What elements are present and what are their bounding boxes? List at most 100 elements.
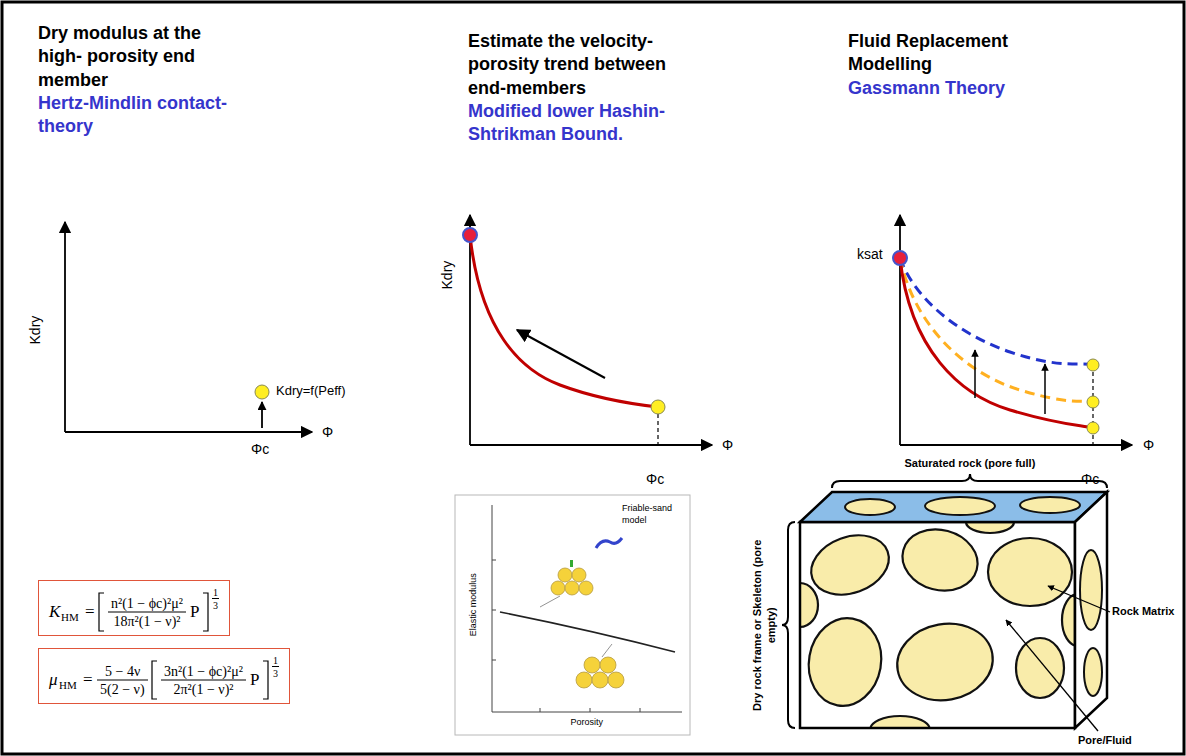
rock-cube-part-part <box>1020 497 1080 513</box>
rock-cube-part-part <box>802 612 888 711</box>
rock-cube-part-part <box>925 497 995 515</box>
formula-term: 1 <box>273 655 278 666</box>
rock-cube-part-part <box>1080 550 1102 630</box>
plot-hertz-mindlin-part <box>255 385 269 399</box>
formula-box: KHM=n²(1 − ϕc)²μ²18π²(1 − ν)²P13 <box>38 580 230 636</box>
formula-term: 3 <box>273 668 278 679</box>
friable-sand-figure-part-part <box>565 581 579 595</box>
rock-cube-part <box>1075 492 1107 728</box>
rock-cube-part-part <box>891 616 999 708</box>
plot-gassmann-part <box>900 444 1132 446</box>
formula-term: 5(2 − ν) <box>100 682 145 697</box>
cube-annotation: Saturated rock (pore full) <box>905 456 1036 470</box>
formula-term: = <box>85 603 95 622</box>
axis-tick-label: Φc <box>646 470 664 488</box>
plot-gassmann-part <box>1087 422 1099 434</box>
bracket <box>263 661 268 699</box>
plot-hashin-shtrikman-part <box>463 228 477 242</box>
friable-sand-figure-part-part <box>592 672 608 688</box>
friable-sand-figure-part-part <box>576 672 592 688</box>
figure-annotation: Friable-sand model <box>622 503 680 526</box>
friable-sand-figure-part <box>602 644 612 657</box>
axis-label: Kdry <box>26 316 44 345</box>
rock-cube-part <box>782 522 795 728</box>
axis-label: Φ <box>1143 436 1154 454</box>
plot-hashin-shtrikman-part <box>470 235 658 407</box>
axis-label: ksat <box>857 245 883 263</box>
rock-cube-part <box>1075 492 1107 728</box>
formula-term: P <box>250 671 259 690</box>
column-heading: Dry modulus at the high- porosity end me… <box>38 22 238 92</box>
fraction-bar <box>212 598 219 599</box>
rock-cube-part <box>800 492 1107 522</box>
formula-term: 3 <box>213 600 218 611</box>
friable-sand-figure-part-part <box>572 568 586 582</box>
cube-callout: Pore/Fluid <box>1078 733 1132 747</box>
friable-sand-figure-part <box>596 538 622 548</box>
friable-sand-figure-part <box>492 505 493 712</box>
rock-cube-part <box>800 522 1075 728</box>
rock-cube-part-part <box>896 522 985 599</box>
rock-cube-part-part <box>845 499 895 515</box>
plot-hashin-shtrikman-part <box>470 444 712 446</box>
bracket <box>99 593 104 631</box>
rock-cube <box>782 474 1110 744</box>
formula-term: n²(1 − ϕc)²μ² <box>111 596 183 611</box>
plot-hashin-shtrikman-part <box>517 330 605 378</box>
friable-sand-figure-part-part <box>579 581 593 595</box>
rock-cube-part <box>1006 620 1098 731</box>
curve-annotation: Kdry=f(Peff) <box>276 383 345 400</box>
formula-term: μ <box>49 671 58 690</box>
friable-sand-figure-part <box>540 596 560 607</box>
axis-tick-label: Φc <box>1081 470 1099 488</box>
cube-annotation: Dry rock frame or Skeleton (pore empty) <box>750 525 779 725</box>
method-name: Modified lower Hashin-Shtrikman Bound. <box>468 100 700 147</box>
rock-cube-part <box>832 474 1107 488</box>
plot-hertz-mindlin <box>65 222 312 432</box>
rock-cube-part <box>800 492 1107 522</box>
rock-cube-part-part <box>1016 638 1064 698</box>
friable-sand-figure-part-part <box>584 657 600 673</box>
plot-hashin-shtrikman-part <box>657 414 658 445</box>
formula-term: 3n²(1 − ϕc)²μ² <box>164 664 243 679</box>
formula-box: μHM=5 − 4ν5(2 − ν)3n²(1 − ϕc)²μ²2π²(1 − … <box>38 648 290 704</box>
rock-cube-part-part <box>1084 648 1102 696</box>
axis-label: Φ <box>322 423 333 441</box>
rock-cube-part-part <box>803 525 897 605</box>
column-heading: Estimate the velocity-porosity trend bet… <box>468 30 700 100</box>
formula-term: P <box>190 603 199 622</box>
fraction-bar <box>161 680 246 681</box>
rock-cube-part <box>1048 586 1110 612</box>
friable-sand-figure-part <box>500 612 675 652</box>
friable-sand-figure-part <box>492 712 682 713</box>
formula-term: HM <box>61 611 79 623</box>
rock-cube-part <box>800 522 1075 728</box>
plot-gassmann-part <box>900 258 1093 428</box>
plot-hertz-mindlin-part <box>65 431 312 433</box>
friable-sand-figure <box>455 495 690 735</box>
friable-sand-figure-part-part <box>600 657 616 673</box>
fraction-bar <box>97 680 148 681</box>
axis-label: Φ <box>722 436 733 454</box>
method-name: Gassmann Theory <box>848 77 1063 100</box>
axis-label: Elastic modulus <box>467 573 479 636</box>
rock-cube-part-part <box>966 522 1014 533</box>
formula-term: 18π²(1 − ν)² <box>114 614 181 629</box>
formula-term: HM <box>59 679 77 691</box>
cube-callout: Rock Matrix <box>1112 604 1178 618</box>
rock-cube-part <box>1080 550 1102 696</box>
axis-tick-label: Φc <box>251 440 269 458</box>
plot-hashin-shtrikman <box>463 215 712 445</box>
rock-cube-part-part <box>988 538 1072 606</box>
plot-gassmann-part <box>974 350 976 398</box>
plot-hertz-mindlin-part <box>64 222 66 432</box>
friable-sand-figure-part-part <box>608 672 624 688</box>
rock-cube-part-part <box>800 583 818 627</box>
formula-term: = <box>83 671 93 690</box>
friable-sand-figure-part <box>570 560 573 567</box>
friable-sand-figure-part <box>492 560 640 712</box>
plot-hashin-shtrikman-part <box>651 400 665 414</box>
fraction-bar <box>272 666 279 667</box>
formula-term: 1 <box>213 587 218 598</box>
